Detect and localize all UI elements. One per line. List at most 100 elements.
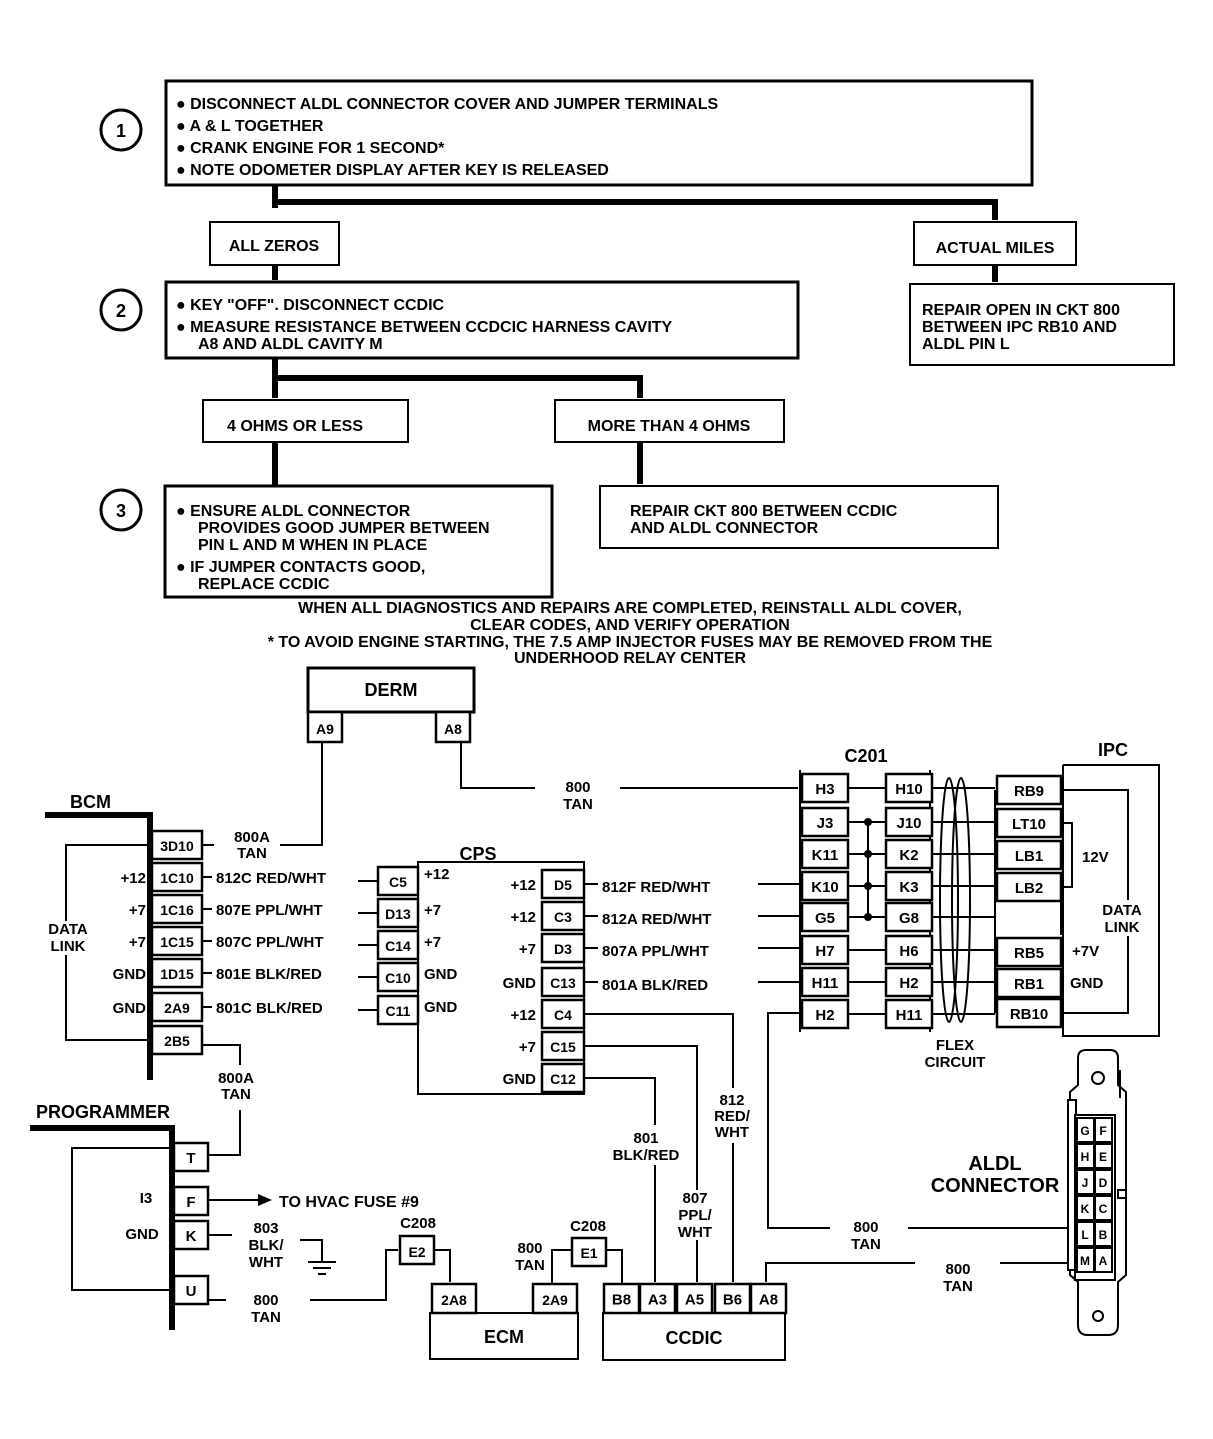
c201-left-pin-h2-label: H2 — [815, 1007, 834, 1024]
ecm-title: ECM — [484, 1327, 524, 1347]
ccdic-pin-a5-label: A5 — [685, 1292, 704, 1309]
repair-open-line-1: REPAIR OPEN IN CKT 800 — [922, 302, 1120, 319]
repair-open-line-2: BETWEEN IPC RB10 AND — [922, 319, 1117, 336]
programmer-gnd-bg — [116, 1222, 166, 1244]
c201-left-pin-h11-label: H11 — [812, 975, 839, 992]
cps-left-label-2: +7 — [424, 934, 441, 951]
cps-right-pin-d3-label: D3 — [554, 941, 572, 957]
ipc-pin-lb2-label: LB2 — [1015, 880, 1043, 897]
wire-812-label-3: WHT — [715, 1124, 749, 1141]
ecm-module — [429, 1312, 579, 1360]
aldl-cavity-c-label: C — [1099, 1202, 1108, 1216]
bcm-wire-label-4: 801C BLK/RED — [216, 1000, 323, 1017]
note-line-1: WHEN ALL DIAGNOSTICS AND REPAIRS ARE COM… — [298, 600, 962, 617]
wire-807-label: 807 — [682, 1190, 707, 1207]
svg-text:3: 3 — [116, 501, 126, 521]
programmer-pin-u — [172, 1274, 210, 1306]
c201-left-pin-h7-label: H7 — [815, 943, 834, 960]
step-1-box — [164, 79, 1034, 187]
c201-right-pin-h6-label: H6 — [899, 943, 918, 960]
ipc-data-link-label-2: LINK — [1105, 919, 1140, 936]
cps-left-pin-c14 — [376, 929, 420, 961]
c208-right-title: C208 — [570, 1218, 606, 1235]
bcm-pins: 3D101C10+121C16+71C15+71D15GND2A9GND2B58… — [113, 829, 378, 1056]
bcm-pin-3d10 — [150, 829, 204, 861]
wire-800a-prog-color: TAN — [221, 1086, 251, 1103]
c208-right-pin-e1 — [570, 1236, 608, 1268]
bcm-pin-1c15-label: 1C15 — [160, 934, 194, 950]
wire-803-ground — [208, 1234, 323, 1262]
ipc-data-link-label: DATA — [1102, 902, 1142, 919]
step-2-line-2: ● MEASURE RESISTANCE BETWEEN CCDCIC HARN… — [176, 319, 673, 336]
programmer-pin-t-label: T — [186, 1150, 195, 1167]
cps-left-label-1: +7 — [424, 902, 441, 919]
ipc-pin-rb9-label: RB9 — [1014, 783, 1044, 800]
c201-splice-dot — [864, 882, 872, 890]
wire-801-label-2: BLK/RED — [613, 1147, 680, 1164]
cps-right-pin-c3 — [540, 900, 586, 932]
c201-left-pin-j3 — [800, 806, 850, 838]
cps-right-label-1: +12 — [511, 909, 536, 926]
aldl-cavity-f — [1094, 1117, 1113, 1143]
wire-807-label-3: WHT — [678, 1224, 712, 1241]
flex-circuit-label-2: CIRCUIT — [925, 1054, 986, 1071]
aldl-cavity-g-label: G — [1080, 1124, 1089, 1138]
bcm-data-link-label: DATA — [48, 921, 88, 938]
ipc-pin-rb1 — [995, 967, 1063, 999]
ipc-pin-lb1-label: LB1 — [1015, 848, 1043, 865]
programmer-i3-label: I3 — [140, 1190, 153, 1207]
aldl-cavity-b-label: B — [1099, 1228, 1108, 1242]
wire-800-ccdic-aldl — [765, 1262, 1067, 1282]
result-4-or-less-box — [202, 399, 409, 443]
result-more-4: MORE THAN 4 OHMS — [588, 418, 751, 435]
aldl-cavity-m-label: M — [1080, 1254, 1090, 1268]
wire-812-label-2: RED/ — [714, 1108, 751, 1125]
bcm-pin-1d15-label: 1D15 — [160, 966, 194, 982]
aldl-cavity-l-label: L — [1081, 1228, 1088, 1242]
flow-connector-4 — [272, 442, 643, 485]
result-4-or-less: 4 OHMS OR LESS — [227, 418, 363, 435]
aldl-cavity-d-label: D — [1099, 1176, 1108, 1190]
step-3-line-1: ● ENSURE ALDL CONNECTOR — [176, 503, 411, 520]
step-1-line-1: ● DISCONNECT ALDL CONNECTOR COVER AND JU… — [176, 96, 718, 113]
aldl-title: ALDL — [968, 1153, 1021, 1175]
aldl-cavity-a — [1094, 1247, 1113, 1273]
bcm-wire-label-1: 807E PPL/WHT — [216, 902, 323, 919]
c201-right-pin-h2-label: H2 — [899, 975, 918, 992]
c201-splice-dot — [864, 850, 872, 858]
ipc-7v-bg — [1066, 940, 1116, 962]
ipc-pin-rb5-label: RB5 — [1014, 945, 1044, 962]
wire-807-ccdic — [584, 1045, 698, 1282]
bcm-data-link-label-2: LINK — [51, 938, 86, 955]
wire-c208-ccdic — [606, 1249, 623, 1284]
aldl-cavity-c — [1094, 1195, 1113, 1221]
cps-right-pins: D5+12C3+12D3+7C13GNDC4+12C15+7C12GND812F… — [503, 868, 800, 1094]
cps-right-pin-c13-label: C13 — [550, 975, 576, 991]
ipc-12v-bracket — [1063, 822, 1073, 888]
repair-ckt800-line-1: REPAIR CKT 800 BETWEEN CCDIC — [630, 503, 898, 520]
cps-left-pin-d13 — [376, 897, 420, 929]
bcm-label-3: +7 — [129, 934, 146, 951]
hvac-arrow-icon — [258, 1194, 272, 1206]
c201-splice-dot — [864, 913, 872, 921]
cps-right-pin-c12 — [540, 1062, 586, 1094]
ipc-pin-rb5 — [995, 936, 1063, 968]
aldl-cavity-d — [1094, 1169, 1113, 1195]
programmer-pin-k — [172, 1219, 210, 1251]
cps-right-label-6: GND — [503, 1071, 537, 1088]
wire-812-label: 812 — [719, 1092, 744, 1109]
c201-right-pin-h10-label: H10 — [895, 781, 923, 798]
ccdic-pin-a8 — [749, 1282, 788, 1315]
ipc-pin-lb1 — [995, 839, 1063, 871]
ipc-module — [1062, 764, 1160, 1037]
c208-left-title: C208 — [400, 1215, 436, 1232]
ccdic-module — [602, 1312, 786, 1361]
ipc-7v-label: +7V — [1072, 943, 1099, 960]
step-3-line-4: ● IF JUMPER CONTACTS GOOD, — [176, 559, 425, 576]
ipc-pin-rb10 — [995, 997, 1063, 1029]
step-1-line-4: ● NOTE ODOMETER DISPLAY AFTER KEY IS REL… — [176, 162, 609, 179]
flow-connector-2 — [272, 265, 998, 282]
ipc-pin-rb10-label: RB10 — [1010, 1006, 1048, 1023]
cps-right-label-5: +7 — [519, 1039, 536, 1056]
derm-pin-a9 — [306, 710, 344, 744]
